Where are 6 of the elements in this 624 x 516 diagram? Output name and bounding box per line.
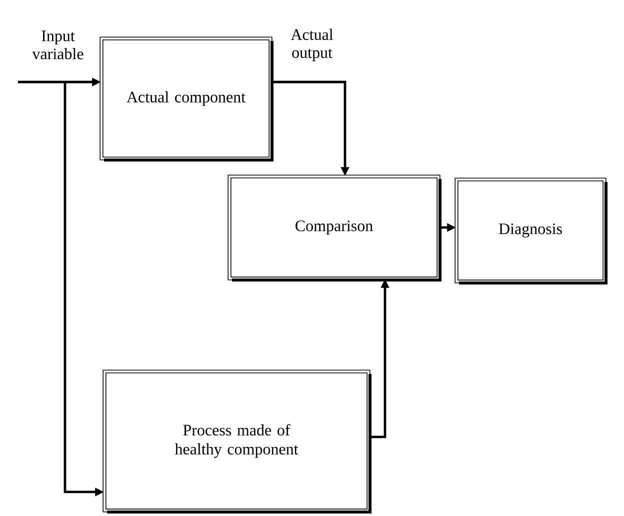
edge-label: Input variable [32, 30, 84, 60]
process-box: Process made of healthy component [102, 370, 372, 514]
process-box: Comparison [228, 174, 442, 282]
process-box: Diagnosis [454, 178, 608, 284]
process-box: Actual component [100, 36, 274, 162]
edge-label: Actual output [290, 28, 333, 62]
